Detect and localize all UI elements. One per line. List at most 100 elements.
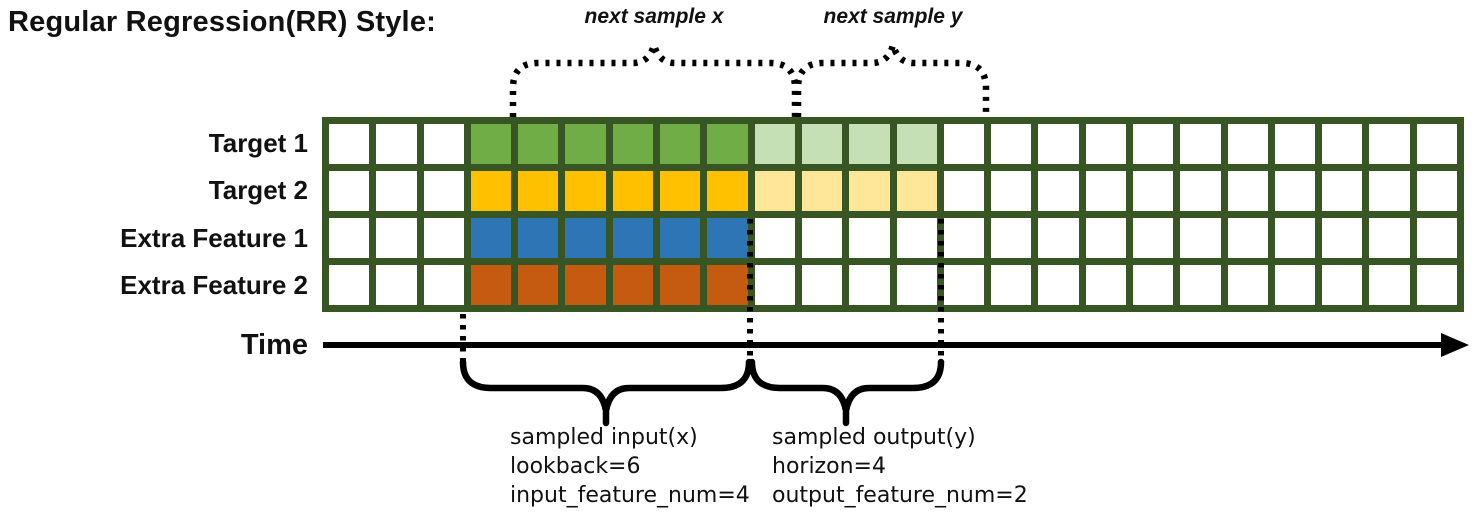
next-sample-y-label: next sample y (823, 5, 963, 28)
grid-cell (329, 265, 370, 305)
grid-cell (1274, 265, 1316, 305)
grid-cell (376, 265, 417, 305)
grid-cell (849, 218, 890, 258)
sampled-output-brace (748, 358, 945, 427)
grid-cell (943, 124, 985, 164)
grid-cell (896, 265, 937, 305)
grid-cell (1416, 265, 1457, 305)
grid-cell (1180, 171, 1221, 211)
output-feature-num-caption-line: output_feature_num=2 (772, 483, 1028, 508)
grid-cell (1369, 124, 1410, 164)
grid-cell (1227, 265, 1268, 305)
grid-cell (1322, 218, 1363, 258)
grid-cell (1416, 218, 1457, 258)
grid-cell (565, 265, 606, 305)
grid-cell (423, 171, 464, 211)
grid-cell (1369, 171, 1410, 211)
next-sample-y-brace (794, 32, 990, 117)
grid-cell (849, 265, 890, 305)
grid-cell (423, 218, 464, 258)
time-axis-label: Time (240, 329, 308, 361)
grid-cell (1180, 124, 1221, 164)
sampled-input-brace (459, 358, 753, 427)
grid-cell (1227, 218, 1268, 258)
grid-cell (1038, 218, 1079, 258)
grid-cell (565, 218, 606, 258)
page-title: Regular Regression(RR) Style: (8, 6, 436, 38)
grid-cell (801, 218, 843, 258)
grid-cell (991, 124, 1032, 164)
grid-cell (612, 124, 654, 164)
grid-cell (1085, 124, 1126, 164)
grid-cell (707, 218, 748, 258)
sampled-input-caption: sampled input(x) lookback=6 input_featur… (510, 423, 750, 510)
grid-cell (423, 124, 464, 164)
row-label-target-1: Target 1 (208, 128, 308, 158)
grid-cell (470, 265, 512, 305)
grid-cell (1085, 218, 1126, 258)
grid-cell (1322, 265, 1363, 305)
grid-cell (707, 124, 748, 164)
grid-cell (518, 218, 559, 258)
grid-cell (754, 218, 795, 258)
grid-cell (1369, 218, 1410, 258)
grid-cell (849, 124, 890, 164)
grid-cell (754, 171, 795, 211)
grid-cell (518, 124, 559, 164)
grid-cell (1085, 265, 1126, 305)
grid-cell (1038, 265, 1079, 305)
grid-cell (1322, 171, 1363, 211)
grid-cell (1132, 218, 1174, 258)
grid-cell (1274, 171, 1316, 211)
grid-cell (565, 124, 606, 164)
grid-cell (612, 218, 654, 258)
grid-cell (991, 218, 1032, 258)
grid-cell (1416, 124, 1457, 164)
grid-cell (1274, 124, 1316, 164)
next-sample-x-label: next sample x (584, 5, 724, 28)
grid-cell (991, 171, 1032, 211)
grid-cell (470, 171, 512, 211)
grid-cell (707, 171, 748, 211)
grid-cell (470, 124, 512, 164)
grid-cell (329, 124, 370, 164)
grid-cell (660, 265, 701, 305)
grid-cell (376, 124, 417, 164)
row-label-extra-feature-2: Extra Feature 2 (120, 270, 308, 300)
sample-grid (322, 117, 1464, 312)
grid-cell (660, 171, 701, 211)
time-arrow-head (1441, 333, 1469, 357)
horizon-caption-line: horizon=4 (772, 454, 886, 479)
grid-cell (707, 265, 748, 305)
input-feature-num-caption-line: input_feature_num=4 (510, 483, 750, 508)
grid-cell (470, 218, 512, 258)
grid-cell (518, 171, 559, 211)
grid-cell (423, 265, 464, 305)
next-sample-x-brace (509, 32, 799, 117)
grid-cell (660, 218, 701, 258)
sampled-output-caption: sampled output(y) horizon=4 output_featu… (772, 423, 1028, 510)
grid-cell (943, 218, 985, 258)
grid-cell (1227, 124, 1268, 164)
row-label-extra-feature-1: Extra Feature 1 (120, 223, 308, 253)
grid-cell (329, 171, 370, 211)
grid-cell (801, 124, 843, 164)
grid-cell (565, 171, 606, 211)
sampled-output-caption-line: sampled output(y) (772, 425, 976, 450)
sampled-input-caption-line: sampled input(x) (510, 425, 698, 450)
grid-cell (376, 218, 417, 258)
grid-cell (896, 124, 937, 164)
grid-cell (801, 265, 843, 305)
grid-cell (849, 171, 890, 211)
grid-cell (1369, 265, 1410, 305)
grid-cell (896, 171, 937, 211)
grid-cell (943, 171, 985, 211)
grid-cell (1132, 124, 1174, 164)
grid-cell (1227, 171, 1268, 211)
grid-cell (518, 265, 559, 305)
row-label-target-2: Target 2 (208, 175, 308, 205)
grid-cell (754, 124, 795, 164)
grid-cell (1180, 265, 1221, 305)
grid-cell (754, 265, 795, 305)
grid-cell (896, 218, 937, 258)
